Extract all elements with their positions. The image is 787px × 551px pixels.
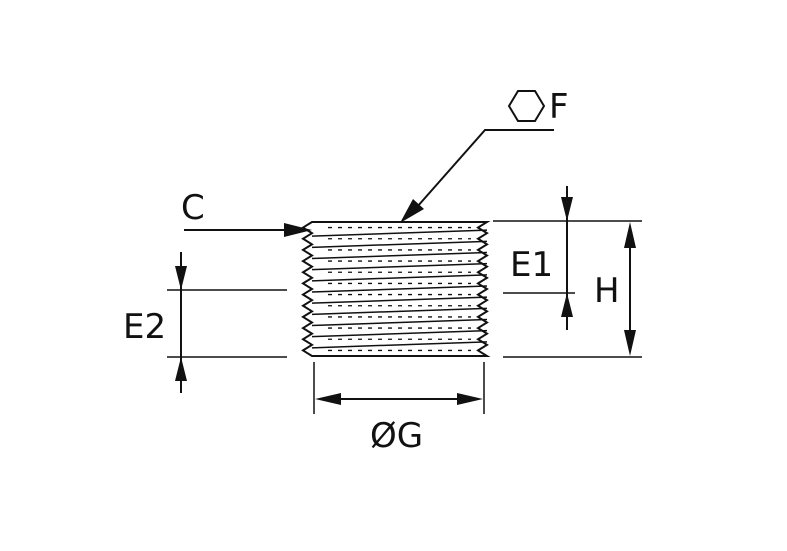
thread-crest-line <box>311 341 488 349</box>
e2-arrow-bottom <box>175 357 187 381</box>
g-dimension <box>315 393 483 405</box>
f-arrow <box>400 199 424 223</box>
h-dimension <box>624 222 636 356</box>
c-leader <box>184 223 312 237</box>
threaded-body <box>301 221 491 357</box>
c-arrow <box>284 223 312 237</box>
thread-crest-line <box>311 285 488 293</box>
thread-crest-line <box>311 274 488 282</box>
hexagon-icon <box>507 90 546 122</box>
g-arrow-left <box>315 393 341 405</box>
h-arrow-bottom <box>624 330 636 356</box>
thread-crest-lines <box>311 229 488 349</box>
thread-crest-line <box>311 251 488 260</box>
g-arrow-right <box>457 393 483 405</box>
g-label: ØG <box>370 416 423 456</box>
thread-crest-line <box>311 296 488 304</box>
e1-arrow-bottom <box>561 293 573 317</box>
hidden-thread-lines <box>328 226 471 352</box>
thread-crest-line <box>311 240 488 249</box>
e1-dimension <box>561 186 573 330</box>
f-leader <box>400 129 554 223</box>
thread-crest-line <box>311 262 488 271</box>
extension-lines <box>167 220 642 414</box>
thread-profile <box>301 221 491 357</box>
e2-dimension <box>175 252 187 393</box>
e1-arrow-top <box>561 197 573 221</box>
thread-crest-line <box>311 329 488 338</box>
thread-crest-line <box>311 318 488 327</box>
e1-label: E1 <box>510 245 553 285</box>
thread-crest-line <box>311 307 488 316</box>
h-label: H <box>594 271 620 311</box>
e2-label: E2 <box>123 307 166 347</box>
c-label: C <box>181 188 205 228</box>
thread-crest-line <box>311 229 488 237</box>
f-label: F <box>549 87 569 127</box>
h-arrow-top <box>624 222 636 248</box>
e2-arrow-top <box>175 266 187 290</box>
